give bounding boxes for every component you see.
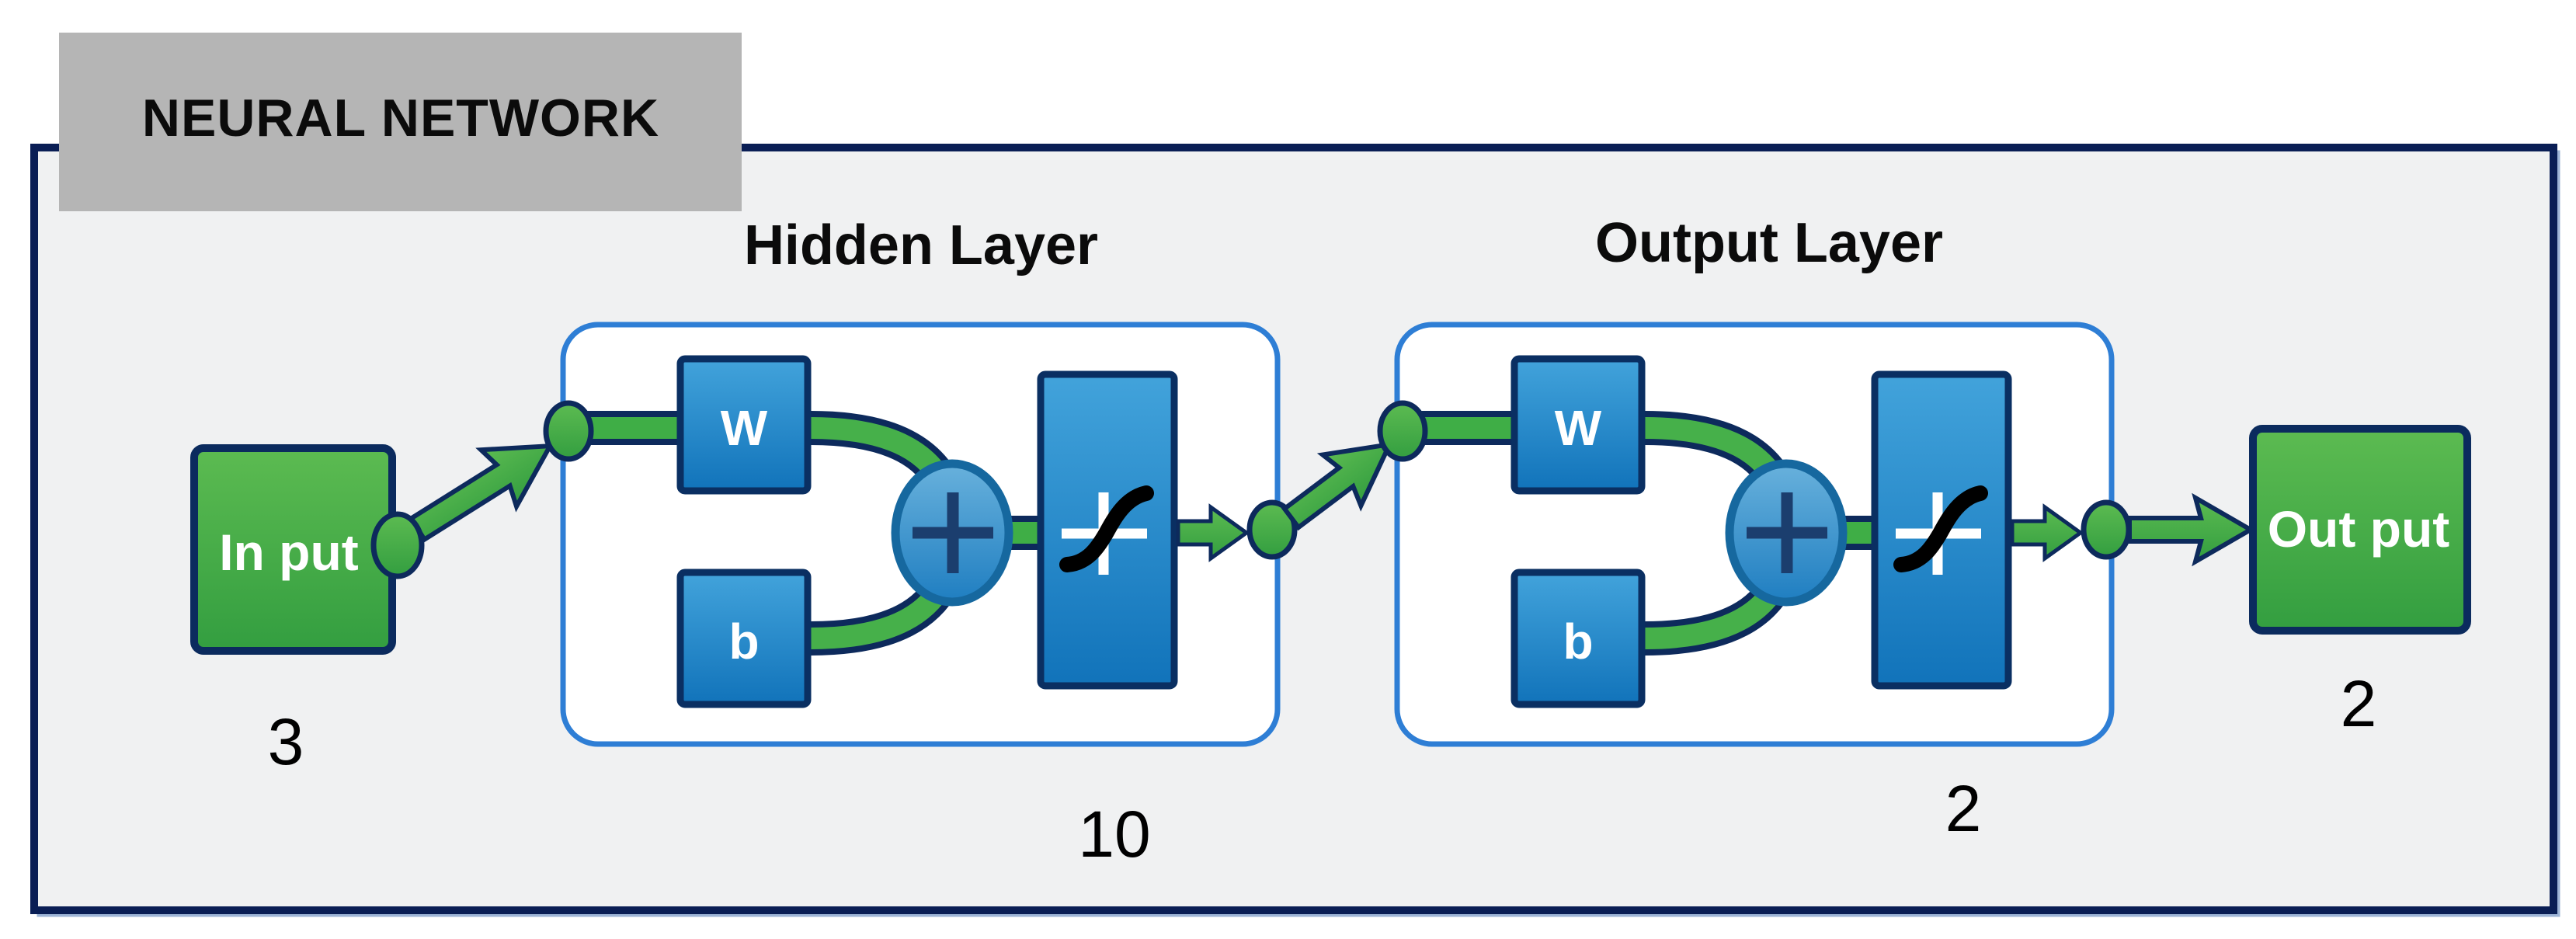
output-layer-size-label: 2 (1945, 772, 1982, 845)
input-to-hidden-arrow (408, 443, 554, 543)
hidden-layer-size-label: 10 (1078, 798, 1150, 871)
output-exit-port-dot (2081, 499, 2132, 560)
output-label: Out put (2268, 500, 2450, 558)
output-transfer-arrow (2010, 503, 2084, 562)
output-sigmoid-curve-icon (1893, 485, 1988, 572)
hidden-layer-title: Hidden Layer (744, 214, 1098, 276)
hidden-weight-label: W (721, 400, 768, 456)
input-size-label: 3 (268, 705, 304, 778)
hidden-bias-box (676, 569, 812, 708)
output-layer-to-output-arrow (2127, 492, 2255, 567)
input-port-dot (370, 511, 425, 579)
hidden-bias-label: b (728, 614, 759, 669)
network-title-box (59, 33, 742, 211)
network-title: NEURAL NETWORK (142, 89, 659, 148)
hidden-output-arrow (1176, 503, 1250, 562)
hidden-weight-box (676, 355, 812, 495)
output-block (2249, 425, 2471, 635)
hidden-to-output-arrow (1281, 441, 1394, 531)
output-weight-box (1510, 355, 1646, 495)
output-size-label: 2 (2341, 667, 2377, 740)
output-plus-icon (1747, 492, 1827, 573)
output-bias-label: b (1563, 614, 1593, 669)
hidden-plus-icon (913, 492, 993, 573)
output-layer-title: Output Layer (1595, 212, 1943, 274)
output-bias-box (1510, 569, 1646, 708)
hidden-entry-port-dot (543, 400, 594, 462)
output-weight-label: W (1555, 400, 1602, 456)
output-entry-port-dot (1377, 400, 1428, 462)
input-label: In put (219, 523, 359, 581)
hidden-sigmoid-curve-icon (1059, 485, 1154, 572)
hidden-exit-port-dot (1246, 499, 1298, 560)
hidden-layer-group: W b (543, 322, 1298, 747)
output-layer-group: W b (1377, 322, 2132, 747)
